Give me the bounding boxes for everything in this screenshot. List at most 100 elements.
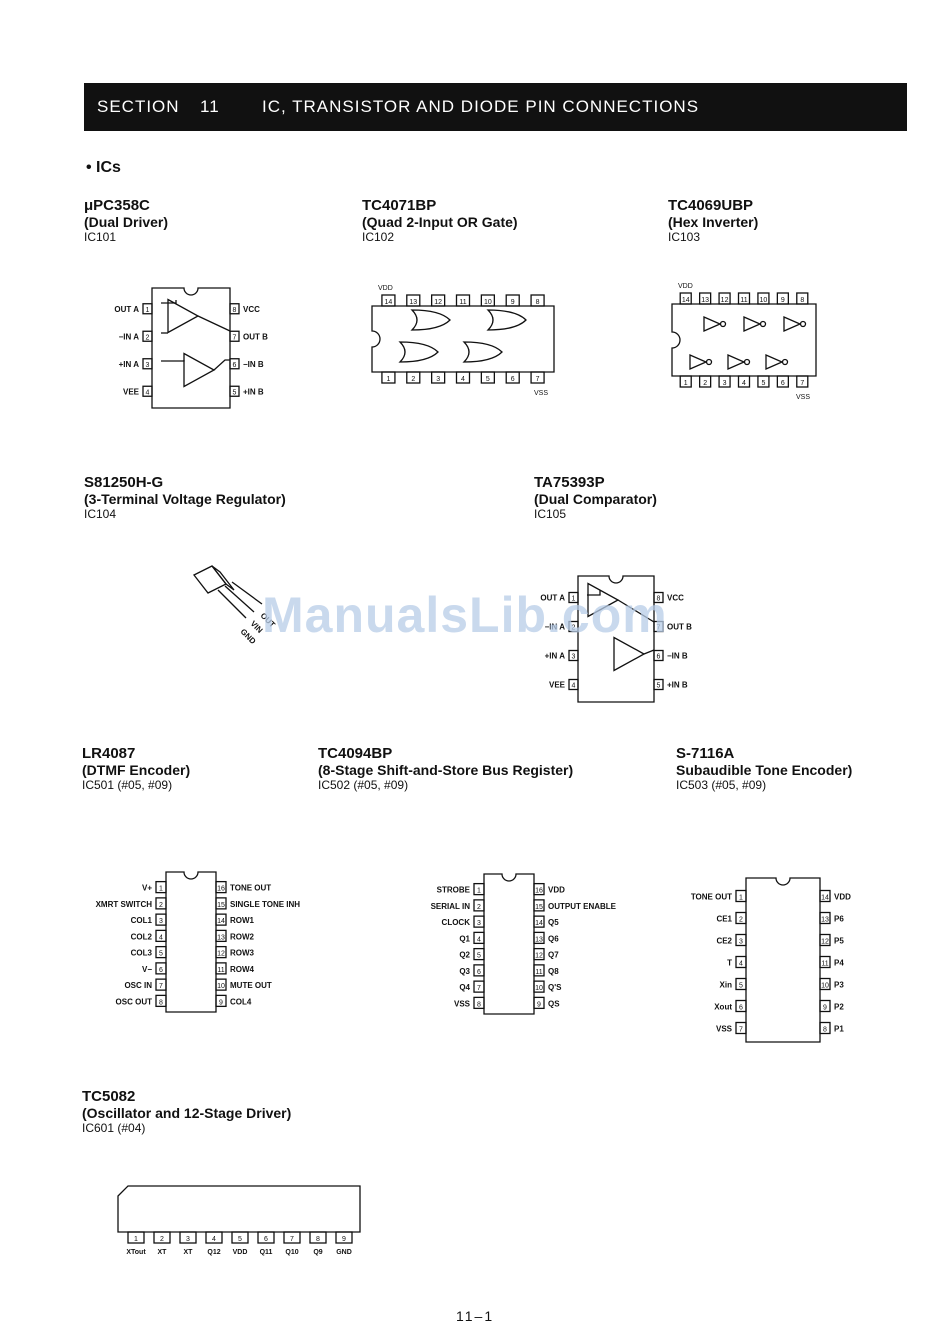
- or-gate-symbol: [398, 341, 439, 363]
- part-ic103: TC4069UBP (Hex Inverter) IC103: [668, 197, 758, 244]
- pin-box-top: [698, 292, 712, 305]
- pin-number: 6: [233, 362, 237, 369]
- pin-box-bottom: [737, 375, 751, 388]
- pin-label-right: ROW1: [230, 916, 255, 925]
- pin-label-left: −IN A: [545, 623, 566, 632]
- pin-box-top: [406, 294, 421, 307]
- inverter-symbol: [783, 316, 802, 332]
- pin-box-left: [473, 899, 485, 912]
- pin-box-left: [142, 303, 153, 315]
- pin-label-right: ROW2: [230, 932, 255, 941]
- pin-label-left: +IN A: [119, 360, 140, 369]
- pin-box-right: [215, 945, 227, 959]
- part-desc: Subaudible Tone Encoder): [676, 762, 853, 778]
- wire: [587, 590, 601, 596]
- part-name: TA75393P: [534, 474, 605, 491]
- pin-number: 2: [411, 376, 415, 383]
- pin-number: 4: [159, 934, 163, 941]
- pin-number: 14: [682, 297, 690, 304]
- pin-number: 1: [739, 895, 743, 902]
- pin-label-left: COL2: [131, 932, 153, 941]
- pin-number: 11: [535, 969, 542, 976]
- pin-label-left: V−: [142, 965, 152, 974]
- pin-number: 5: [739, 983, 743, 990]
- part-name: TC4071BP: [362, 197, 437, 214]
- pin-number: 13: [409, 299, 417, 306]
- pin-box-left: [735, 1021, 747, 1035]
- sip-pin-label: VDD: [233, 1249, 248, 1256]
- section-header-bar: SECTION 11 IC, TRANSISTOR AND DIODE PIN …: [84, 83, 907, 131]
- pin-number: 10: [217, 983, 225, 990]
- page-number: 11–1: [456, 1308, 495, 1324]
- ic-body: [745, 877, 821, 1043]
- pin-number: 13: [821, 917, 829, 924]
- pin-box-right: [533, 996, 545, 1010]
- part-ic104: S81250H-G (3-Terminal Voltage Regulator)…: [84, 474, 286, 521]
- pin-label-left: TONE OUT: [691, 893, 732, 902]
- pin-label-left: CLOCK: [442, 918, 471, 927]
- pin-label-right: OUT B: [667, 623, 692, 632]
- part-desc: (3-Terminal Voltage Regulator): [84, 491, 286, 507]
- pin-box-right: [819, 955, 831, 969]
- sip-pin-label: GND: [336, 1249, 352, 1256]
- pin-number: 15: [217, 902, 225, 909]
- sip-pin-box: [257, 1231, 275, 1244]
- pin-number: 9: [342, 1236, 346, 1243]
- pin-box-bottom: [698, 375, 712, 388]
- pin-box-bottom: [718, 375, 731, 388]
- pin-label-left: V+: [142, 884, 152, 893]
- pin-box-left: [155, 880, 167, 894]
- pin-label-right: +IN B: [243, 387, 264, 396]
- pin-box-left: [142, 358, 153, 370]
- pin-number: 9: [781, 297, 785, 304]
- part-desc: (Dual Driver): [84, 214, 169, 230]
- opamp-symbol: [167, 298, 200, 334]
- pin-box-left: [473, 964, 485, 977]
- pin-box-top: [430, 294, 446, 307]
- part-ref: IC102: [362, 230, 395, 244]
- pin-number: 4: [742, 380, 746, 387]
- or-gate-symbol: [462, 341, 503, 363]
- vss-label: VSS: [796, 394, 810, 401]
- pin-box-right: [533, 980, 545, 993]
- pin-number: 1: [477, 888, 481, 895]
- pin-number: 7: [536, 376, 540, 383]
- inverter-symbol: [743, 316, 762, 332]
- pin-number: 6: [657, 654, 661, 661]
- pin-box-top: [679, 292, 692, 305]
- part-ic102: TC4071BP (Quad 2-Input OR Gate) IC102: [362, 197, 518, 244]
- sip-pin-box: [309, 1231, 327, 1244]
- sip-pin-label: XTout: [126, 1249, 146, 1256]
- pin-box-left: [473, 947, 485, 961]
- pin-box-right: [653, 620, 664, 633]
- sip-pin-label: Q12: [207, 1249, 220, 1256]
- pin-number: 6: [781, 380, 785, 387]
- part-ref: IC103: [668, 230, 701, 244]
- part-name: S-7116A: [676, 745, 735, 762]
- pin-number: 12: [434, 299, 442, 306]
- pin-number: 12: [217, 951, 225, 958]
- pin-box-right: [229, 330, 240, 342]
- wire: [617, 599, 655, 623]
- pin-number: 6: [477, 969, 481, 976]
- part-ic101: μPC358C (Dual Driver) IC101: [84, 197, 168, 244]
- pin-number: 11: [459, 299, 466, 306]
- pin-number: 13: [217, 934, 225, 941]
- pin-number: 5: [159, 951, 163, 958]
- pin-number: 6: [159, 967, 163, 974]
- pin-box-left: [155, 962, 167, 975]
- part-desc: (DTMF Encoder): [82, 762, 191, 778]
- inverter-bubble: [799, 320, 807, 328]
- wire: [161, 360, 185, 362]
- ic-body: [483, 873, 535, 1015]
- pin-label-right: ROW3: [230, 949, 255, 958]
- part-ic503: S-7116A Subaudible Tone Encoder) IC503 (…: [676, 745, 852, 792]
- pin-box-right: [653, 591, 664, 604]
- pin-label-left: +IN A: [545, 652, 566, 661]
- ic-body: [165, 871, 217, 1013]
- part-ref: IC105: [534, 507, 567, 521]
- pin-box-left: [155, 945, 167, 959]
- pin-box-left: [473, 882, 485, 896]
- sip-pin-box: [179, 1231, 197, 1244]
